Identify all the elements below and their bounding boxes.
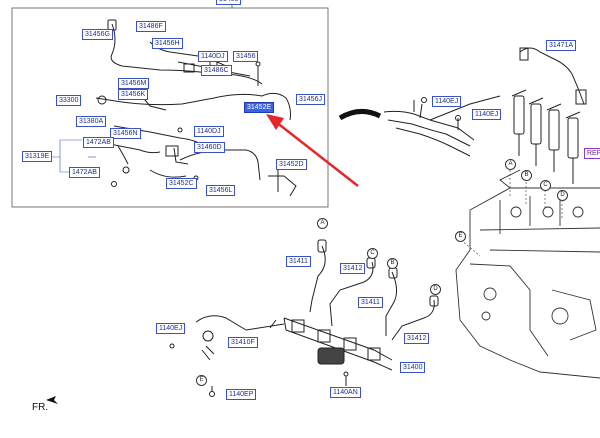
label-1472ab-upper[interactable]: 1472AB [83, 137, 114, 148]
callout-d-engine: D [557, 190, 568, 201]
callout-b-pipe: B [387, 258, 398, 269]
label-31456h[interactable]: 31456H [152, 38, 183, 49]
main-harness [338, 47, 587, 157]
label-31486f[interactable]: 31486F [136, 21, 166, 32]
label-1140dj-top[interactable]: 1140DJ [198, 51, 228, 62]
label-31471a[interactable]: 31471A [546, 40, 577, 51]
callout-e-rail: E [196, 375, 207, 386]
label-1140dj-mid[interactable]: 1140DJ [194, 126, 224, 137]
callout-e-engine: E [455, 231, 466, 242]
callout-d-pipe: D [430, 284, 441, 295]
engine-block [455, 169, 600, 379]
fuel-rail-assembly [169, 239, 439, 397]
label-31411-upper[interactable]: 31411 [286, 256, 311, 267]
callout-c-engine: C [540, 180, 551, 191]
label-31456j[interactable]: 31456J [296, 94, 325, 105]
red-pointer-arrow [266, 114, 359, 187]
label-31319e[interactable]: 31319E [22, 151, 53, 162]
label-31456l[interactable]: 31456L [206, 185, 236, 196]
label-1140an[interactable]: 1140AN [330, 387, 361, 398]
injectors [511, 89, 581, 184]
label-1140ej-left[interactable]: 1140EJ [156, 323, 186, 334]
front-direction-arrow [46, 396, 58, 404]
front-direction-label: FR. [32, 402, 49, 413]
label-31456m[interactable]: 31456M [118, 78, 150, 89]
label-1140ej-right[interactable]: 1140EJ [472, 109, 502, 120]
label-1472ab-lower[interactable]: 1472AB [69, 167, 100, 178]
callout-leaders [460, 170, 563, 257]
label-33300[interactable]: 33300 [56, 95, 82, 106]
label-31456n[interactable]: 31456N [110, 128, 141, 139]
label-31411-lower[interactable]: 31411 [358, 297, 383, 308]
callout-a-engine: A [505, 159, 516, 170]
label-31455-top[interactable]: 31455 [216, 0, 242, 5]
callout-b-engine: B [521, 170, 532, 181]
label-31456k[interactable]: 31456K [118, 89, 149, 100]
label-31486c[interactable]: 31486C [201, 65, 232, 76]
label-31452e-highlighted[interactable]: 31452E [244, 102, 275, 113]
label-1140ep[interactable]: 1140EP [226, 389, 257, 400]
label-31456g[interactable]: 31456G [82, 29, 113, 40]
callout-a-pipe: A [317, 218, 328, 229]
label-31452c[interactable]: 31452C [166, 178, 197, 189]
label-31412-lower[interactable]: 31412 [404, 333, 430, 344]
label-ref[interactable]: REF [584, 148, 600, 159]
label-31410f[interactable]: 31410F [228, 337, 258, 348]
callout-c-pipe: C [367, 248, 378, 259]
label-31452d[interactable]: 31452D [276, 159, 307, 170]
label-31400[interactable]: 31400 [400, 362, 426, 373]
label-31380a[interactable]: 31380A [76, 116, 107, 127]
inset-frame [11, 7, 329, 208]
label-31412-upper[interactable]: 31412 [340, 263, 366, 274]
label-31460d[interactable]: 31460D [194, 142, 225, 153]
label-31456[interactable]: 31456 [233, 51, 259, 62]
label-1140ej-top[interactable]: 1140EJ [432, 96, 462, 107]
